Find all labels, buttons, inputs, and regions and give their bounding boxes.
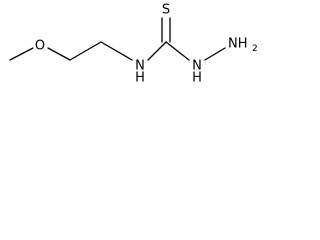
- hydrazine-hydrogen-atom: H: [192, 71, 202, 86]
- chemical-structure: O S N H N H NH 2: [9, 3, 258, 86]
- atoms: O S N H N H NH 2: [35, 3, 258, 86]
- bonds: [9, 17, 226, 61]
- bond-nh-nh2: [204, 47, 226, 61]
- amide-nitrogen-atom: N: [135, 59, 145, 74]
- hydrazine-nitrogen-atom: N: [192, 59, 202, 74]
- amide-hydrogen-atom: H: [135, 71, 145, 86]
- bond-o-ch2: [47, 47, 71, 61]
- bond-c-nh: [165, 41, 190, 61]
- bond-nh-c: [147, 41, 167, 61]
- oxygen-atom: O: [35, 39, 45, 54]
- terminal-amine-subscript: 2: [252, 44, 258, 54]
- bond-ch2-ch2: [69, 41, 102, 61]
- thio-sulfur-atom: S: [162, 3, 170, 18]
- bond-methyl-o: [9, 47, 34, 61]
- terminal-amine-label: NH: [228, 37, 248, 52]
- bond-ch2-nh: [100, 41, 133, 61]
